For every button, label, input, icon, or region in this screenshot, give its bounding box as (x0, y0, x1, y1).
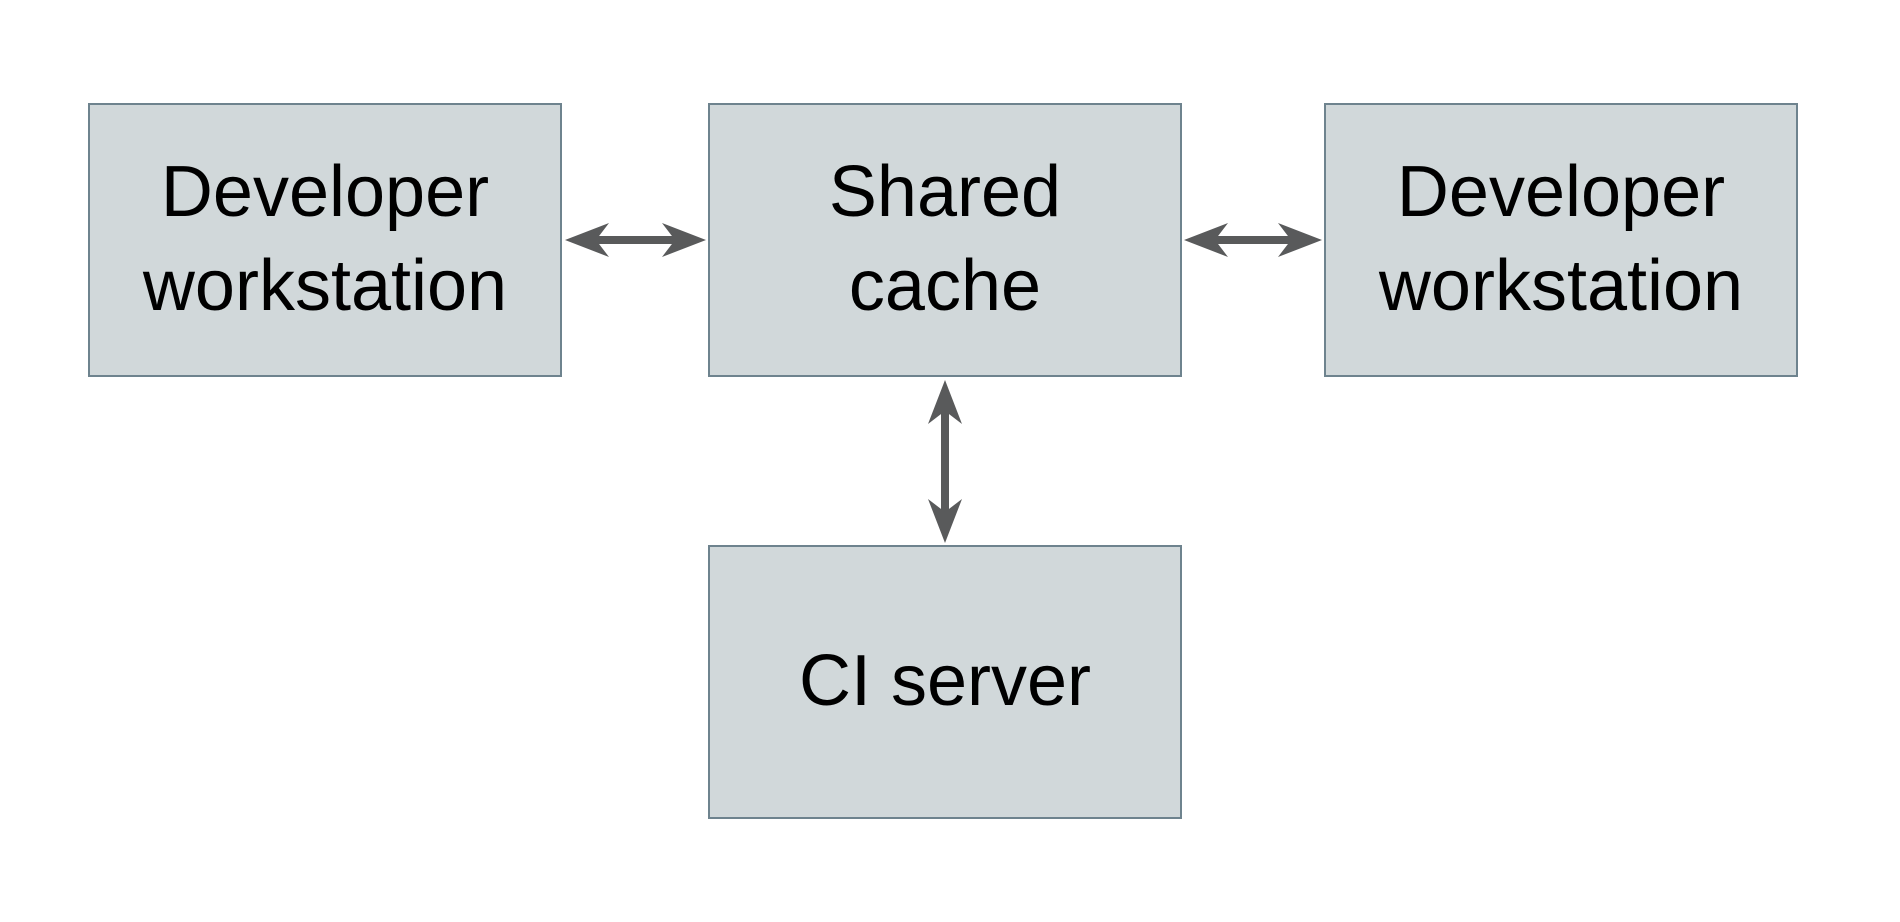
arrowhead-up (928, 380, 962, 424)
bidirectional-arrow-icon-left-workstation-to-cache (565, 223, 706, 257)
arrowhead-left (565, 223, 609, 257)
arrowhead-down (928, 499, 962, 543)
node-developer-workstation-left: Developer workstation (88, 103, 562, 377)
node-shared-cache-label: Shared cache (828, 152, 1062, 326)
bidirectional-arrow-icon-cache-to-right-workstation (1184, 223, 1322, 257)
node-ci-server-label: CI server (798, 641, 1092, 722)
node-ci-server: CI server (708, 545, 1182, 819)
bidirectional-arrow-icon-cache-to-ci-server (928, 380, 962, 543)
node-shared-cache: Shared cache (708, 103, 1182, 377)
arrowhead-right (662, 223, 706, 257)
arrowhead-left (1184, 223, 1228, 257)
node-developer-workstation-right: Developer workstation (1324, 103, 1798, 377)
node-developer-workstation-right-label: Developer workstation (1378, 152, 1744, 326)
node-developer-workstation-left-label: Developer workstation (142, 152, 508, 326)
arrowhead-right (1278, 223, 1322, 257)
